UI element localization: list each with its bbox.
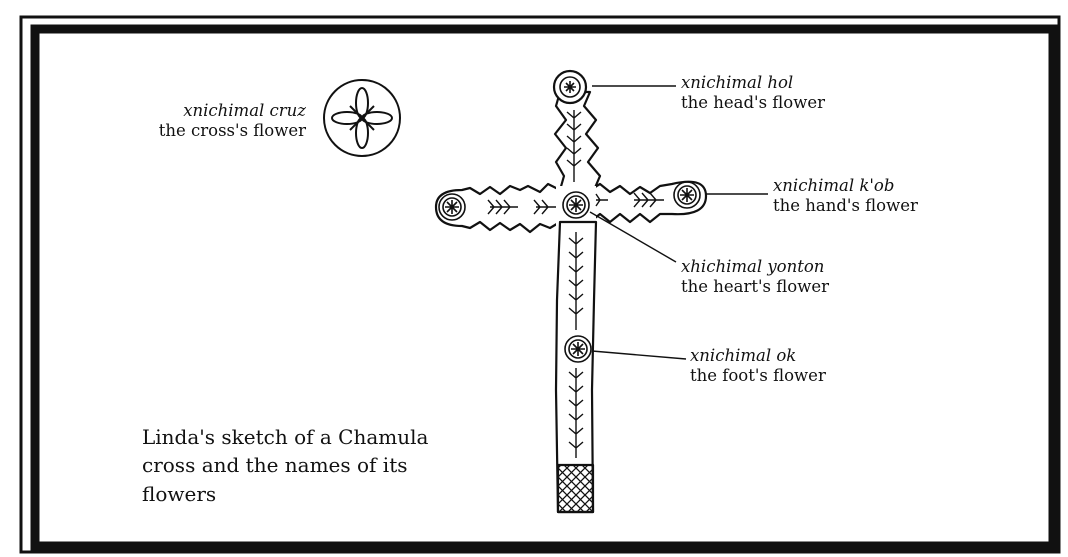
label-cruz-desc: the cross's flower (128, 121, 306, 141)
label-ok-desc: the foot's flower (690, 366, 826, 386)
label-cruz-name: xnichimal cruz (128, 101, 306, 121)
right-arm (590, 182, 706, 222)
label-kob-name: xnichimal k'ob (773, 176, 918, 196)
foot-flower-icon (565, 336, 591, 362)
label-kob: xnichimal k'ob the hand's flower (773, 176, 918, 216)
leader-lines (590, 86, 768, 359)
upper-shaft (555, 92, 600, 190)
label-ok: xnichimal ok the foot's flower (690, 346, 826, 386)
label-yonton-name: xhichimal yonton (681, 257, 829, 277)
figure-caption: Linda's sketch of a Chamula cross and th… (142, 423, 472, 508)
label-ok-name: xnichimal ok (690, 346, 826, 366)
label-hol-name: xnichimal hol (681, 73, 825, 93)
cross-flower-icon (324, 80, 400, 156)
cross (436, 71, 706, 512)
foot-hatching (558, 465, 593, 512)
label-kob-desc: the hand's flower (773, 196, 918, 216)
label-yonton: xhichimal yonton the heart's flower (681, 257, 829, 297)
label-yonton-desc: the heart's flower (681, 277, 829, 297)
heart-flower-icon (563, 192, 589, 218)
left-arm (436, 184, 560, 232)
foot-leader-line (592, 351, 686, 359)
label-hol-desc: the head's flower (681, 93, 825, 113)
label-cruz: xnichimal cruz the cross's flower (128, 101, 306, 141)
right-hand-flower-icon (674, 182, 700, 208)
left-hand-flower-icon (439, 194, 465, 220)
label-hol: xnichimal hol the head's flower (681, 73, 825, 113)
